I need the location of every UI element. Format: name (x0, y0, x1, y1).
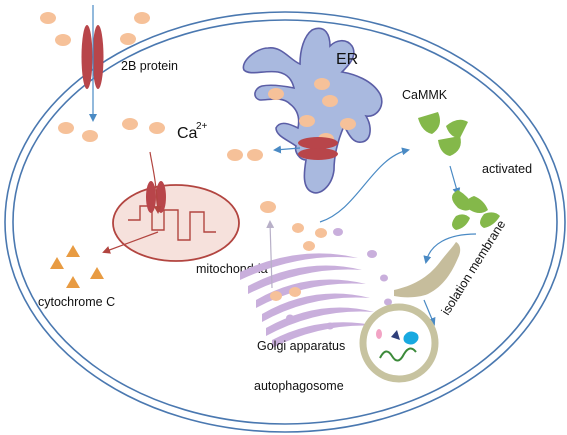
label-activated: activated (482, 162, 532, 176)
autophagosome-cargo-navy (391, 330, 400, 340)
arrow-isolation-to-autophagosome (423, 299, 436, 326)
label-cytochrome-c: cytochrome C (38, 295, 115, 309)
label-autophagosome: autophagosome (254, 379, 344, 393)
golgi-calcium-ions (270, 223, 327, 301)
autophagosome-cargo-cyan (403, 331, 419, 345)
label-calcium-charge: 2+ (196, 121, 208, 132)
label-2b-protein: 2B protein (121, 59, 178, 73)
mitochondrion (112, 184, 240, 262)
label-calcium: Ca (177, 125, 198, 142)
autophagosome-cargo-strand (379, 347, 417, 362)
label-cammk: CaMMK (402, 88, 448, 102)
arrow-er-calcium-release (273, 145, 301, 154)
arrow-calcium-to-cammk (319, 147, 410, 223)
cytosolic-calcium-ions (58, 118, 276, 213)
label-er: ER (336, 51, 358, 68)
autophagosome-cargo-pink (376, 329, 382, 339)
isolation-membrane (394, 242, 461, 298)
label-golgi-apparatus: Golgi apparatus (257, 339, 345, 353)
cell-membrane (4, 11, 566, 433)
arrow-cytochrome-release (102, 231, 159, 254)
er-calcium-ions (268, 78, 356, 145)
arrow-calcium-to-mitochondria (149, 151, 162, 214)
cammk-inactive (418, 112, 468, 156)
cammk-activated (452, 190, 500, 230)
arrow-cammk-activation (449, 165, 461, 196)
cytochrome-c-molecules (50, 245, 104, 288)
mitochondrion-cristae (128, 205, 216, 241)
arrow-golgi-calcium-release (266, 220, 275, 289)
mitochondrial-channel (146, 181, 166, 213)
arrow-cammk-to-isolation (423, 233, 477, 264)
2b-protein-channel (81, 25, 104, 89)
extracellular-calcium-ions (40, 12, 150, 46)
er-channel (298, 137, 338, 160)
endoplasmic-reticulum (242, 27, 383, 194)
autophagosome (359, 303, 439, 383)
